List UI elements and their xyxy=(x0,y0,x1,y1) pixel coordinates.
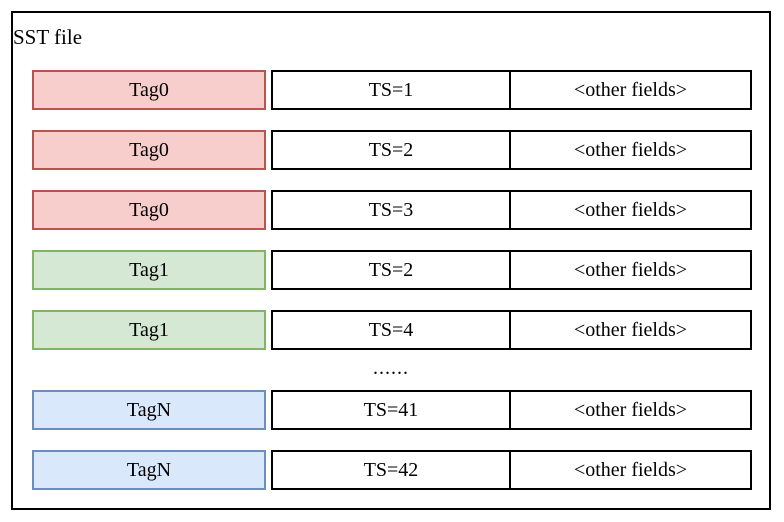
ellipsis-text: ...... xyxy=(373,356,409,379)
diagram-title: SST file xyxy=(13,25,83,49)
timestamp-cell: TS=1 xyxy=(271,70,511,110)
other-fields-cell: <other fields> xyxy=(509,190,752,230)
timestamp-cell: TS=41 xyxy=(271,390,511,430)
timestamp-cell: TS=2 xyxy=(271,250,511,290)
other-fields-cell: <other fields> xyxy=(509,250,752,290)
tag-cell: TagN xyxy=(32,390,266,430)
tag-cell: Tag0 xyxy=(32,190,266,230)
other-fields-cell: <other fields> xyxy=(509,310,752,350)
tag-cell: Tag1 xyxy=(32,310,266,350)
timestamp-cell: TS=2 xyxy=(271,130,511,170)
other-fields-cell: <other fields> xyxy=(509,70,752,110)
tag-cell: TagN xyxy=(32,450,266,490)
tag-cell: Tag0 xyxy=(32,70,266,110)
other-fields-cell: <other fields> xyxy=(509,450,752,490)
tag-cell: Tag1 xyxy=(32,250,266,290)
other-fields-cell: <other fields> xyxy=(509,390,752,430)
timestamp-cell: TS=4 xyxy=(271,310,511,350)
timestamp-cell: TS=42 xyxy=(271,450,511,490)
other-fields-cell: <other fields> xyxy=(509,130,752,170)
timestamp-cell: TS=3 xyxy=(271,190,511,230)
tag-cell: Tag0 xyxy=(32,130,266,170)
